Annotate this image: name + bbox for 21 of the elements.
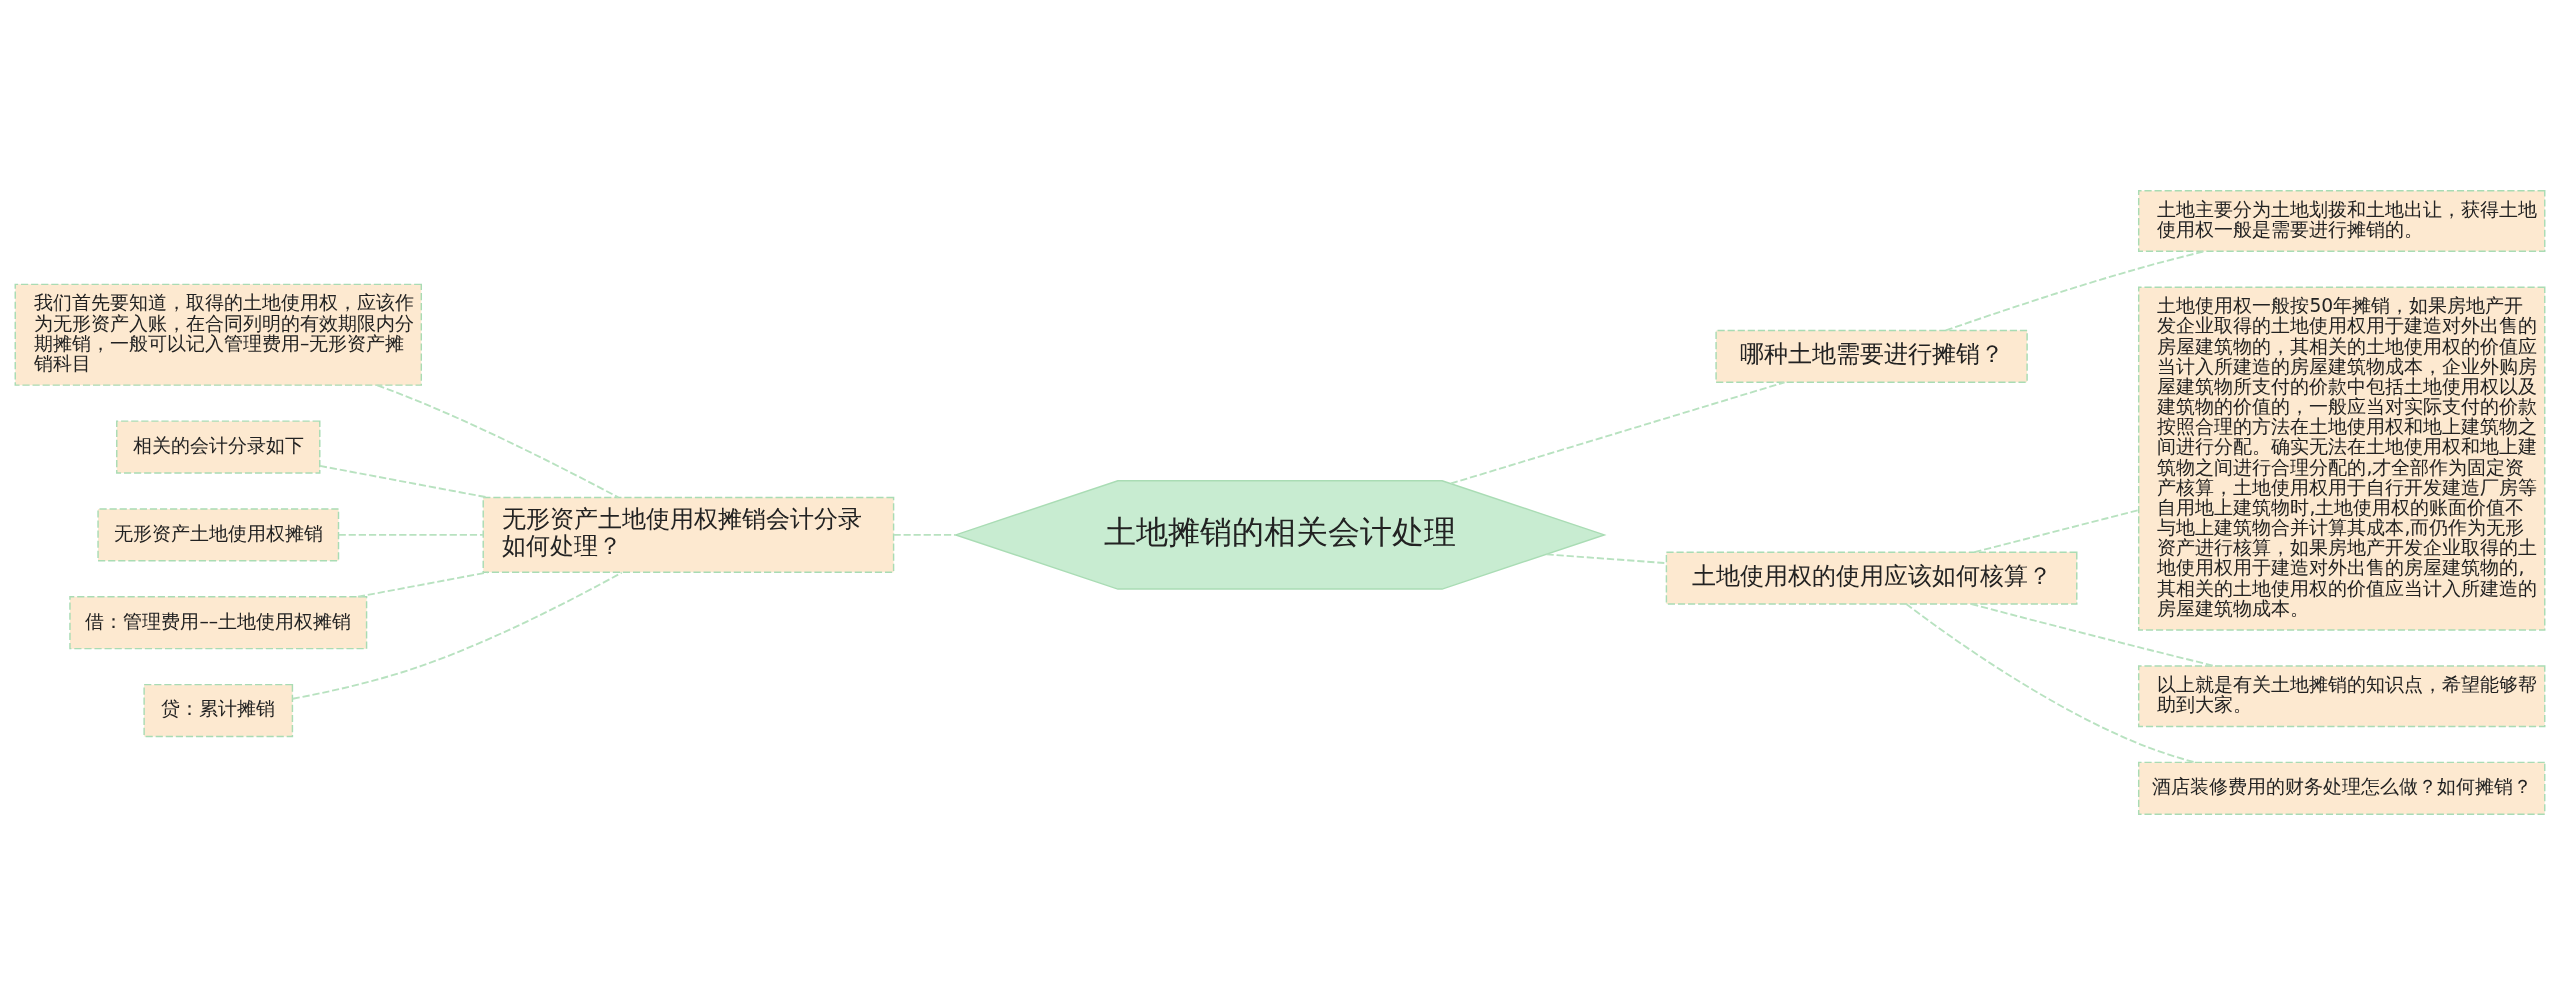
connector xyxy=(1450,381,1786,485)
node-box: 借：管理费用––土地使用权摊销 xyxy=(69,596,368,650)
node-box: 哪种土地需要进行摊销？ xyxy=(1715,329,2028,383)
connector xyxy=(892,533,957,536)
node-box: 贷：累计摊销 xyxy=(143,683,294,738)
connector xyxy=(337,533,485,536)
node-box: 我们首先要知道，取得的土地使用权，应该作为无形资产入账，在合同列明的有效期限内分期摊销，一般可以记入管理费用–无形资产摊销科目 xyxy=(14,283,423,386)
connector xyxy=(1970,603,2216,667)
connector xyxy=(357,571,489,598)
node-box: 酒店装修费用的财务处理怎么做？如何摊销？ xyxy=(2138,761,2546,815)
connector xyxy=(1973,509,2140,554)
connector xyxy=(319,464,489,499)
connector xyxy=(291,571,623,700)
node-box: 无形资产土地使用权摊销 xyxy=(97,508,340,562)
node-box: 以上就是有关土地摊销的知识点，希望能够帮助到大家。 xyxy=(2138,665,2546,728)
node-box: 土地主要分为土地划拨和土地出让，获得土地使用权一般是需要进行摊销的。 xyxy=(2138,190,2546,252)
node-box: 无形资产土地使用权摊销会计分录如何处理？ xyxy=(482,496,895,574)
connector xyxy=(376,384,620,499)
node-box: 土地使用权的使用应该如何核算？ xyxy=(1665,551,2078,605)
node-box: 土地使用权一般按50年摊销，如果房地产开发企业取得的土地使用权用于建造对外出售的房屋建筑物的，其相关的土地使用权的价值应当计入所建造的房屋建筑物成本，企业外购房屋建筑物所支付的价款中包括土地使用权以及建筑物的价值的，一般应当对实际支付的价款按照合理的方法在土地使用权和地上建筑物之间进行分配。确实无法在土地使用权和地上建筑物之间进行合理分配的,才全部作为固定资产核算，土地使用权用于自行开发建造厂房等自用地上建筑物时,土地使用权的账面价值不与地上建筑物合并计算其成本,而仍作为无形资产进行核算，如果房地产开发企业取得的土地使用权用于建造对外出售的房屋建筑物的,其相关的土地使用权的价值应当计入所建造的房屋建筑物成本。 xyxy=(2138,286,2546,631)
node-box: 相关的会计分录如下 xyxy=(116,420,321,474)
